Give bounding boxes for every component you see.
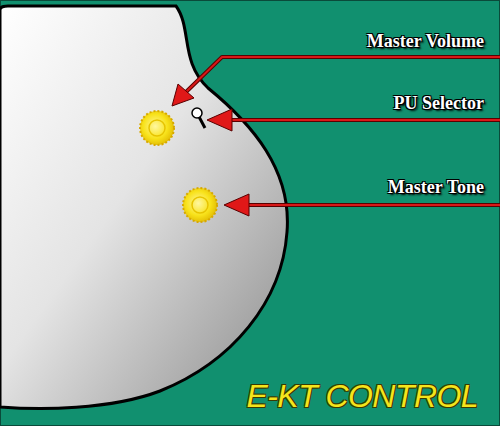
tone-knob bbox=[183, 188, 217, 222]
callout-label: Master Tone bbox=[388, 177, 484, 198]
pickup-selector-switch bbox=[192, 108, 205, 128]
callout-label: Master Volume bbox=[367, 31, 484, 52]
volume-knob bbox=[140, 111, 174, 145]
brand-title: E-KT CONTROL bbox=[246, 378, 478, 415]
leader-lines bbox=[172, 57, 500, 216]
guitar-body bbox=[0, 6, 287, 408]
callout-label: PU Selector bbox=[394, 93, 484, 114]
